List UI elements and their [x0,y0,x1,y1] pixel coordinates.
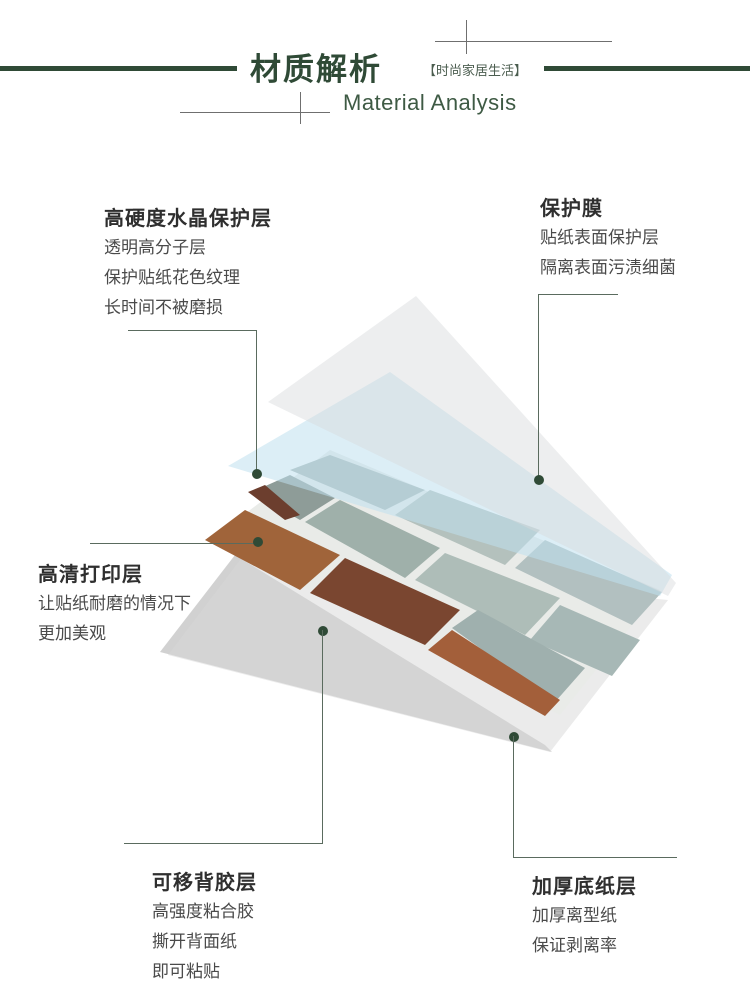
label-line: 即可粘贴 [152,962,220,982]
header-tag: 【时尚家居生活】 [423,64,528,79]
crystal-layer [268,296,676,596]
label-line: 加厚离型纸 [532,906,617,926]
label-adhesive-layer: 可移背胶层 高强度粘合胶 撕开背面纸 即可粘贴 [152,866,257,987]
tile-brown [248,485,300,520]
page-subtitle: Material Analysis [343,90,517,115]
label-title: 加厚底纸层 [532,874,637,898]
label-title: 高清打印层 [38,562,143,586]
connector-line [124,843,323,844]
connector-line [538,294,539,479]
connector-dot [252,469,262,479]
label-line: 贴纸表面保护层 [540,228,659,248]
label-line: 保护贴纸花色纹理 [104,268,240,288]
label-line: 让贴纸耐磨的情况下 [38,594,191,614]
page-title: 材质解析 [250,52,382,88]
tile-blue [452,610,585,702]
tile-blue [252,475,335,520]
tile-blue [305,500,440,578]
connector-line [322,630,323,844]
label-crystal-layer: 高硬度水晶保护层 透明高分子层 保护贴纸花色纹理 长时间不被磨损 [104,202,272,323]
tile-blue [530,605,640,676]
label-line: 高强度粘合胶 [152,902,254,922]
connector-line [538,294,618,295]
label-line: 透明高分子层 [104,238,206,258]
connector-line [513,857,677,858]
connector-line [90,543,258,544]
label-title: 保护膜 [540,196,603,220]
label-line: 撕开背面纸 [152,932,237,952]
tile-brown [428,630,560,716]
header-deco-line [300,92,301,124]
connector-dot [318,626,328,636]
connector-line [128,330,257,331]
tile-brown [205,510,340,590]
header-deco-line [180,112,330,113]
header-deco-line [435,41,612,42]
label-line: 长时间不被磨损 [104,298,223,318]
connector-line [513,736,514,858]
label-line: 隔离表面污渍细菌 [540,258,676,278]
label-title: 可移背胶层 [152,870,257,894]
header-right-bar [544,66,750,71]
tile-blue [415,553,560,635]
connector-dot [253,537,263,547]
label-protective-film: 保护膜 贴纸表面保护层 隔离表面污渍细菌 [540,192,676,283]
connector-line [256,330,257,474]
label-title: 高硬度水晶保护层 [104,206,272,230]
label-print-layer: 高清打印层 让贴纸耐磨的情况下 更加美观 [38,558,191,649]
label-line: 保证剥离率 [532,936,617,956]
protective-film [228,372,672,596]
label-line: 更加美观 [38,624,106,644]
header-left-bar [0,66,237,71]
tile-brown [310,558,460,645]
connector-dot [509,732,519,742]
header-deco-line [466,20,467,54]
connector-dot [534,475,544,485]
label-base-paper: 加厚底纸层 加厚离型纸 保证剥离率 [532,870,637,961]
